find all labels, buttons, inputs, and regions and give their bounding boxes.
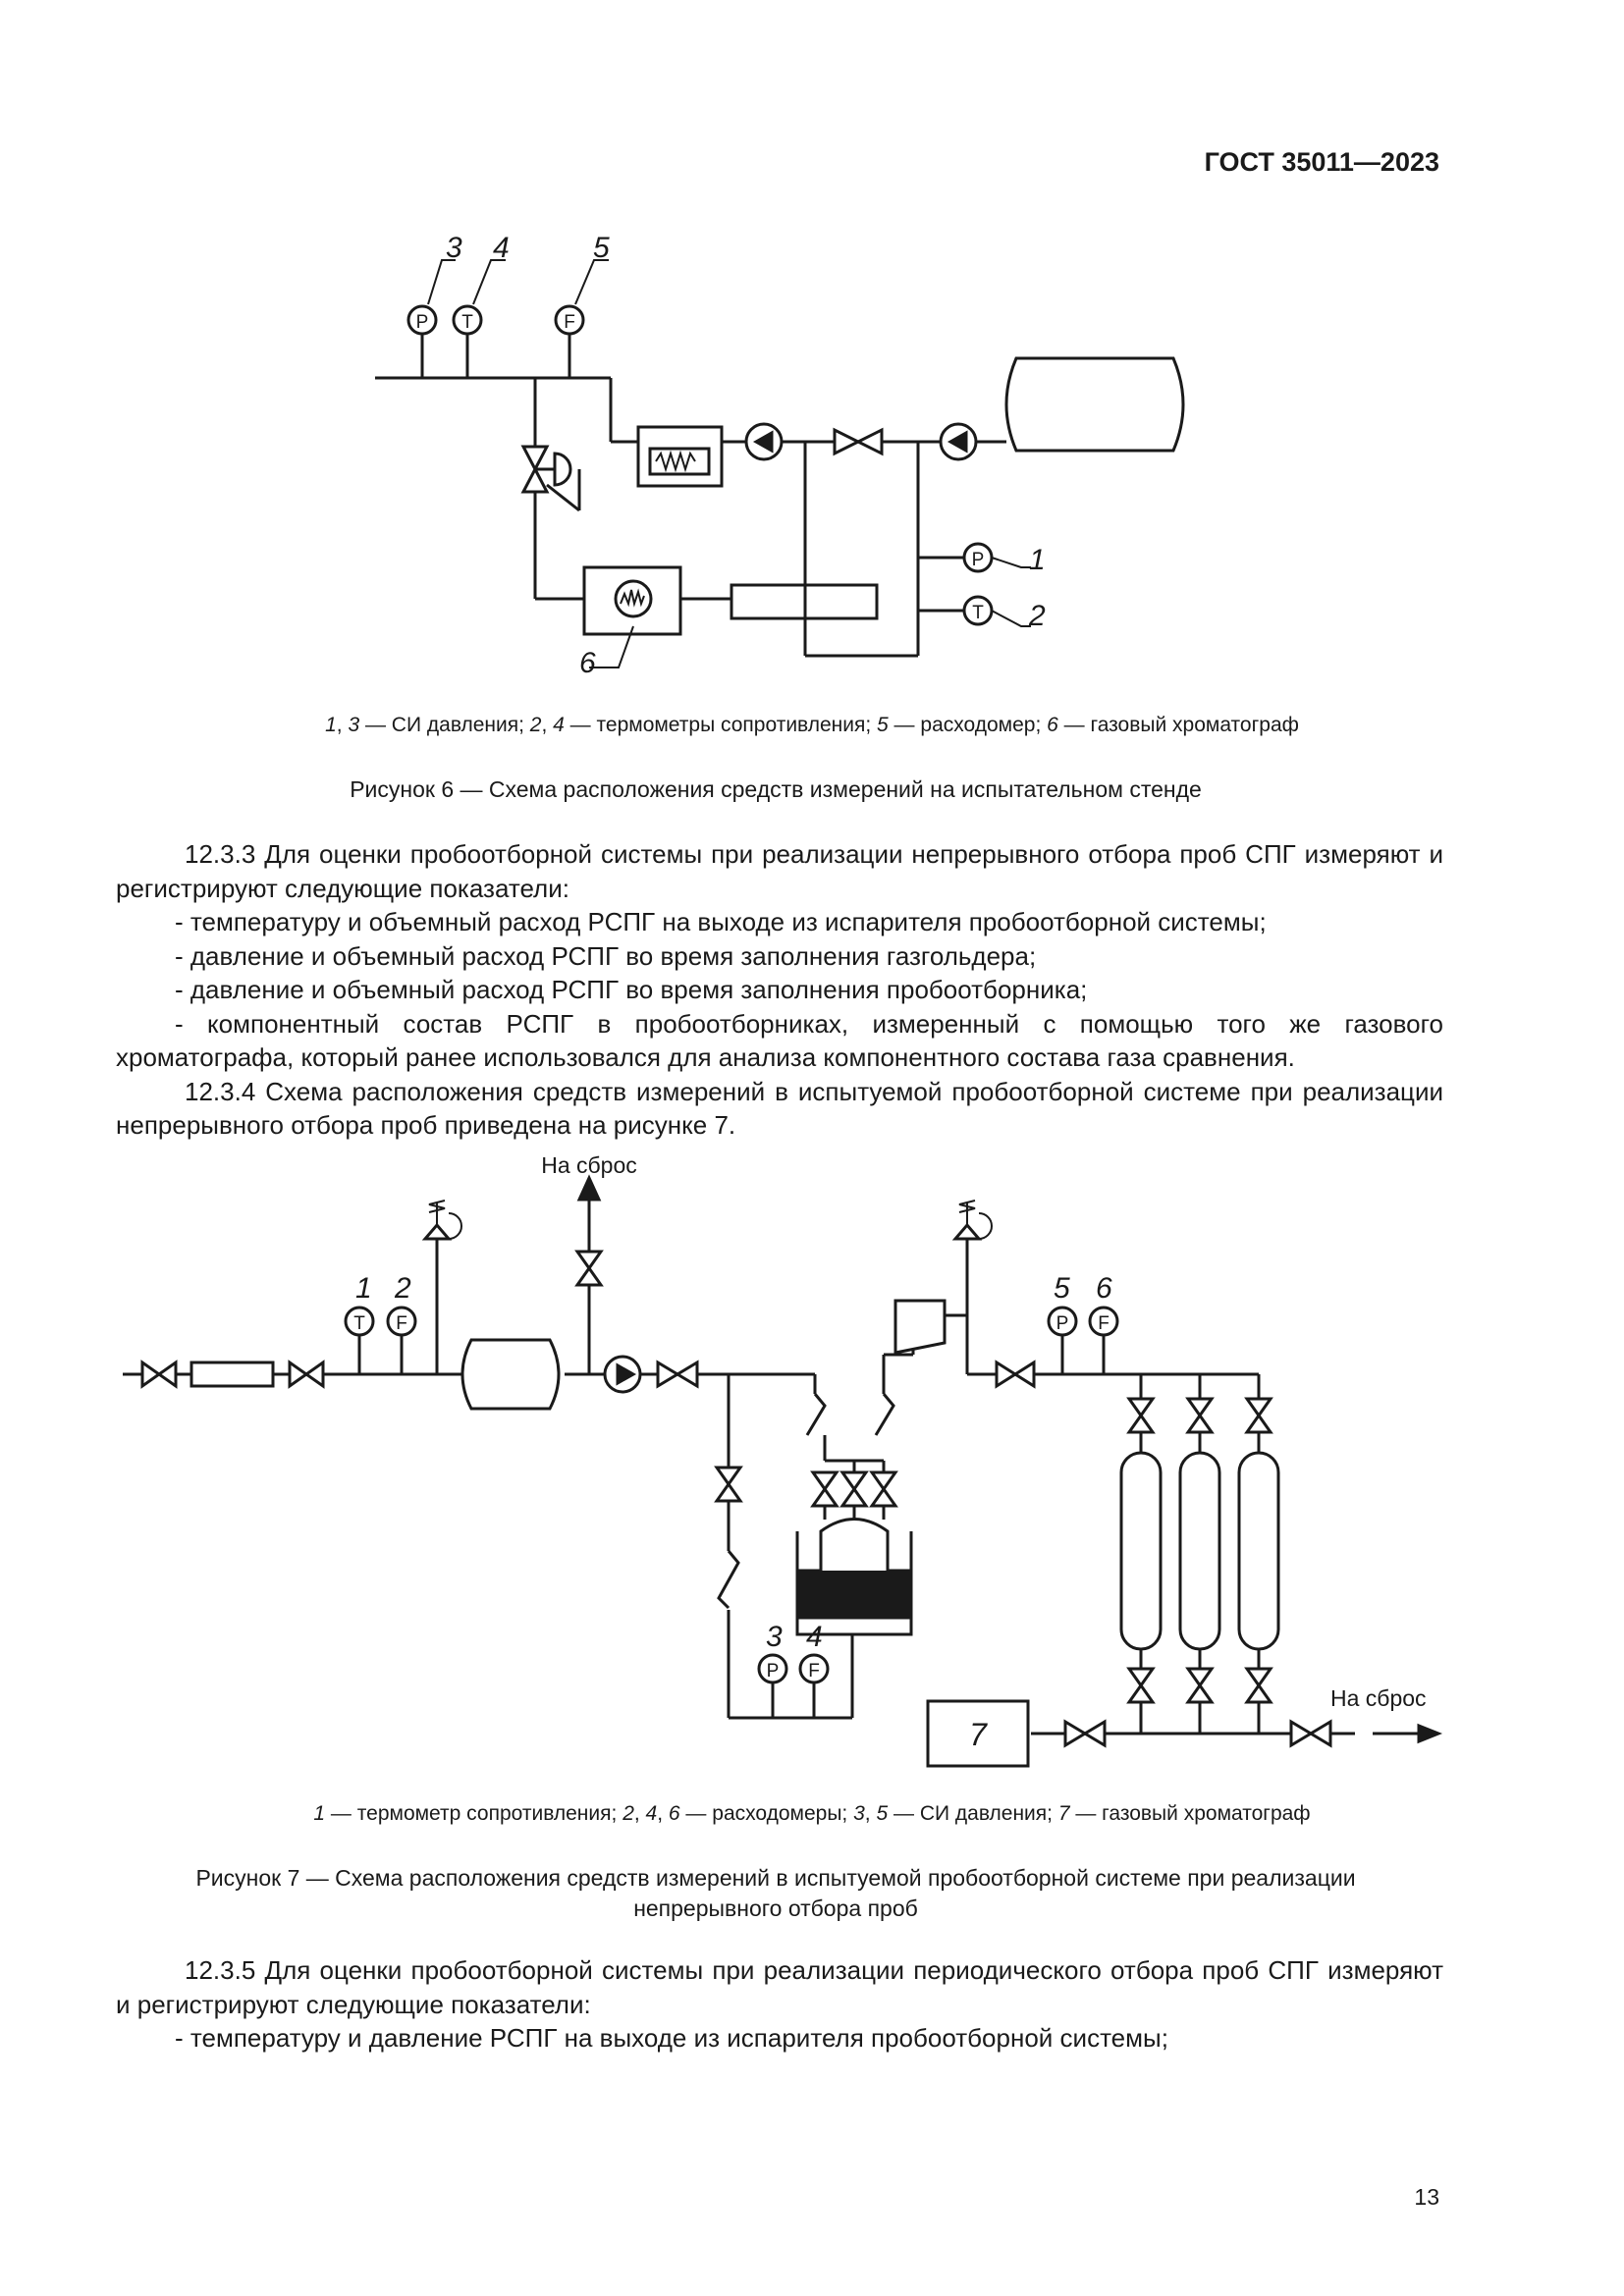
list-item: - температуру и давление РСПГ на выходе …: [175, 2023, 1168, 2053]
fig7-label-6: 6: [1096, 1272, 1112, 1305]
fig7-label-2: 2: [394, 1272, 411, 1305]
list-item: - температуру и объемный расход РСПГ на …: [175, 907, 1267, 936]
fig6-inst-t: T: [461, 312, 473, 333]
figure-6-diagram: P T F 3 4 5 6 P T 1: [0, 216, 1624, 687]
list-item: - давление и объемный расход РСПГ во вре…: [175, 975, 1088, 1004]
fig7-vent-label-right: На сброс: [1330, 1685, 1427, 1711]
fig7-label-7: 7: [969, 1717, 988, 1752]
document-code: ГОСТ 35011—2023: [1204, 147, 1439, 177]
figure-6-caption: Рисунок 6 — Схема расположения средств и…: [350, 776, 1202, 802]
fig7-inst-f3: F: [1098, 1313, 1110, 1334]
paragraph: 12.3.3 Для оценки пробоотборной системы …: [116, 839, 1443, 903]
fig7-inst-f: F: [396, 1313, 407, 1334]
fig7-inst-f2: F: [808, 1661, 820, 1682]
text-block-1: 12.3.3 Для оценки пробоотборной системы …: [116, 837, 1443, 1143]
fig7-inst-p2: P: [1056, 1313, 1069, 1334]
fig6-label-1: 1: [1029, 544, 1046, 576]
fig6-label-3: 3: [446, 232, 462, 264]
fig7-label-5: 5: [1054, 1272, 1070, 1305]
list-item: - компонентный состав РСПГ в пробоотборн…: [116, 1008, 1443, 1073]
figure-7-diagram: T F 1 2 На сброс P F 3 4: [0, 1148, 1624, 1777]
fig7-label-3: 3: [766, 1621, 783, 1653]
fig6-label-2: 2: [1028, 600, 1046, 632]
fig6-inst-p: P: [416, 312, 429, 333]
paragraph: 12.3.5 Для оценки пробоотборной системы …: [116, 1955, 1443, 2019]
fig7-inst-t: T: [353, 1313, 365, 1334]
list-item: - давление и объемный расход РСПГ во вре…: [175, 940, 1037, 971]
fig7-label-4: 4: [806, 1621, 823, 1653]
paragraph: 12.3.4 Схема расположения средств измере…: [116, 1076, 1443, 1141]
figure-7-legend: 1 — термометр сопротивления; 2, 4, 6 — р…: [313, 1802, 1311, 1825]
fig7-inst-p: P: [767, 1661, 780, 1682]
figure-7-caption-line-1: Рисунок 7 — Схема расположения средств и…: [195, 1865, 1356, 1891]
figure-7-caption-line-2: непрерывного отбора проб: [633, 1896, 918, 1921]
fig6-label-6: 6: [579, 647, 596, 679]
figure-6-legend: 1, 3 — СИ давления; 2, 4 — термометры со…: [325, 714, 1299, 736]
text-block-2: 12.3.5 Для оценки пробоотборной системы …: [116, 1953, 1443, 2056]
page-number: 13: [1414, 2184, 1439, 2210]
figure-7-caption: Рисунок 7 — Схема расположения средств и…: [137, 1863, 1414, 1924]
fig6-inst-p2: P: [972, 550, 985, 570]
fig6-inst-f: F: [564, 312, 575, 333]
fig7-label-1: 1: [355, 1272, 372, 1305]
fig6-label-5: 5: [593, 232, 610, 264]
fig7-vent-label-top: На сброс: [541, 1152, 637, 1178]
fig6-inst-t2: T: [972, 603, 984, 623]
fig6-label-4: 4: [493, 232, 510, 264]
sample-cylinders: [1119, 1374, 1280, 1734]
